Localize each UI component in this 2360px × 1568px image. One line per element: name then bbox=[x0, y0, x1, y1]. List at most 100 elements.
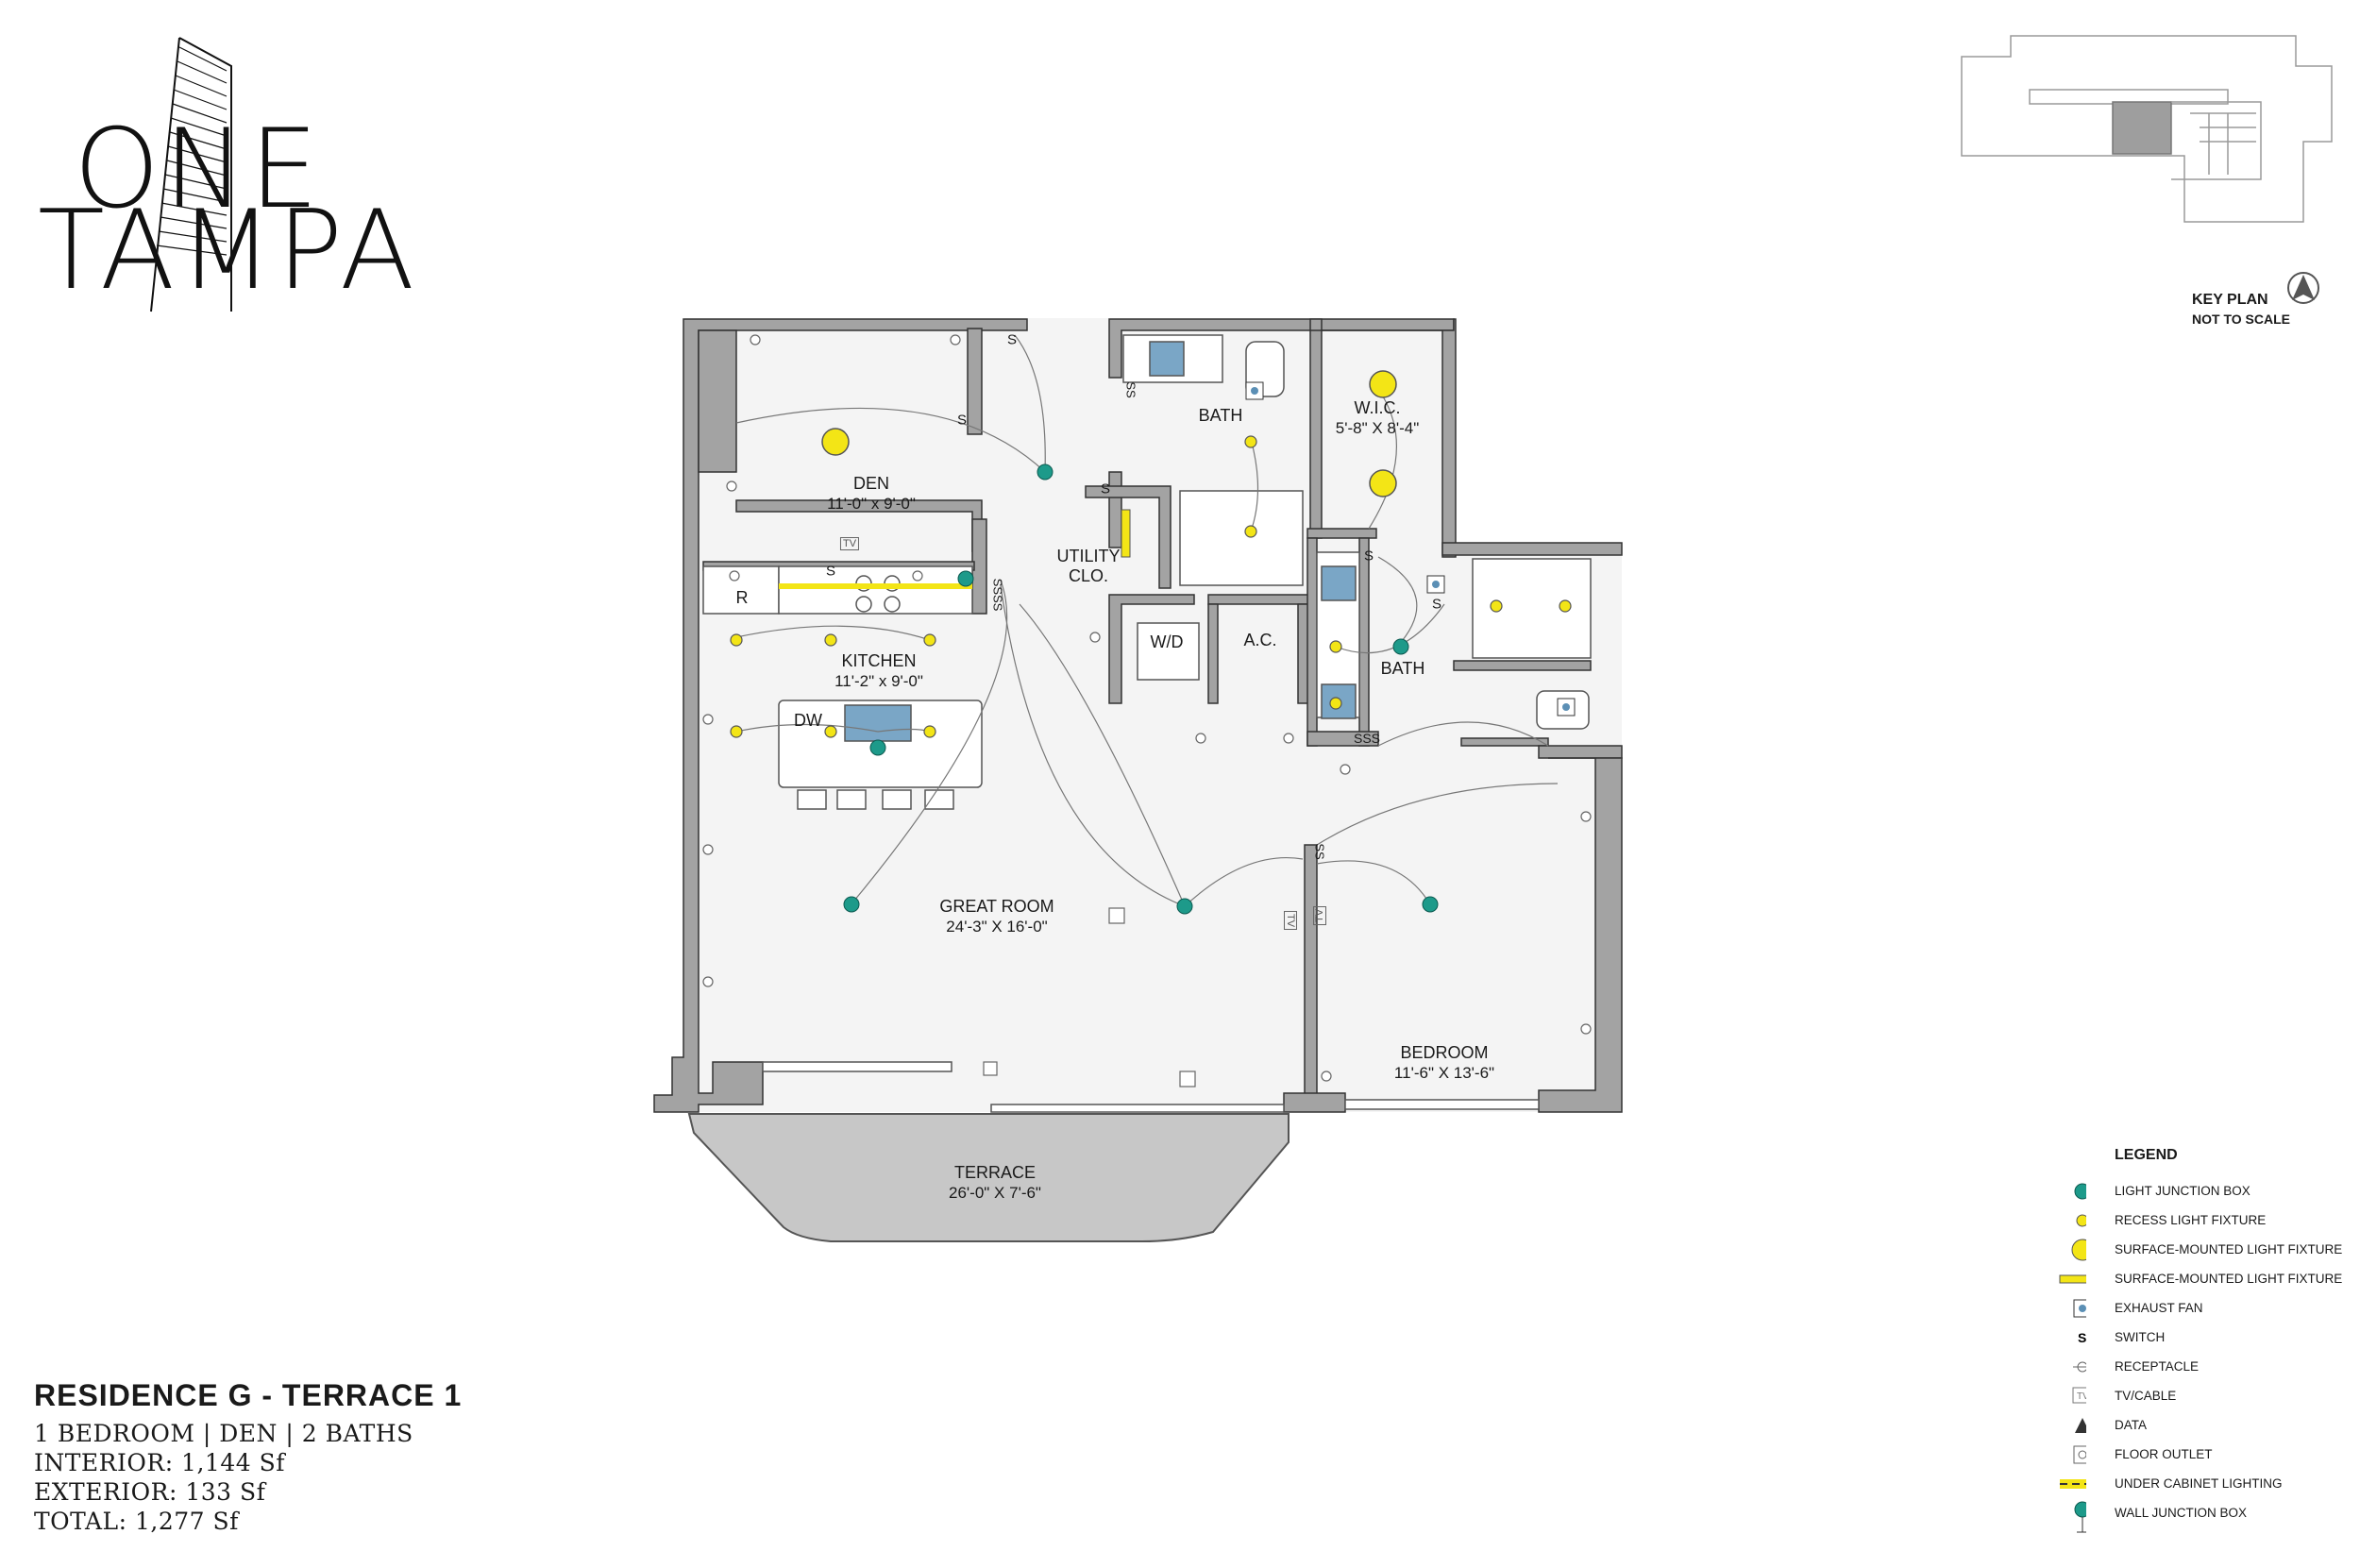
residence-line: 1 BEDROOM | DEN | 2 BATHS bbox=[34, 1420, 413, 1447]
room-label-kitchen: KITCHEN 11'-2" x 9'-0" bbox=[834, 651, 923, 691]
tv-symbol: TV bbox=[839, 537, 860, 550]
circuit-lines bbox=[735, 334, 1559, 907]
legend-item: SURFACE-MOUNTED LIGHT FIXTURE bbox=[2039, 1237, 2351, 1263]
under-cabinet-lighting-icon bbox=[2060, 1479, 2086, 1489]
light-junction-box-icon bbox=[2074, 1183, 2086, 1200]
recess-lights bbox=[730, 435, 1572, 738]
walls bbox=[653, 318, 1623, 1113]
legend-label: SURFACE-MOUNTED LIGHT FIXTURE bbox=[2115, 1272, 2343, 1286]
room-label-bath-2: BATH bbox=[1381, 659, 1425, 679]
legend-item: DATA bbox=[2039, 1412, 2351, 1439]
room-label-terrace: TERRACE 26'-0" X 7'-6" bbox=[949, 1163, 1041, 1203]
room-name: W.I.C. bbox=[1354, 398, 1401, 417]
switch-symbol: S bbox=[1100, 481, 1111, 497]
room-dim: 26'-0" X 7'-6" bbox=[949, 1184, 1041, 1202]
room-name: DEN bbox=[852, 474, 889, 493]
switch-bank: SSSS bbox=[990, 578, 1005, 612]
bath-fixtures bbox=[1122, 334, 1592, 730]
room-label-fridge: R bbox=[736, 588, 749, 608]
room-name: W/D bbox=[1150, 632, 1184, 651]
room-name: GREAT ROOM bbox=[939, 897, 1054, 916]
room-name: A.C. bbox=[1243, 631, 1277, 649]
wall-junction-box-icon bbox=[2074, 1501, 2086, 1533]
switch-symbol: S bbox=[825, 563, 836, 580]
residence-title: RESIDENCE G - TERRACE 1 bbox=[34, 1378, 463, 1412]
legend-item: WALL JUNCTION BOX bbox=[2039, 1500, 2351, 1533]
north-arrow-icon bbox=[2287, 272, 2319, 304]
room-label-dishwasher: DW bbox=[794, 711, 822, 731]
switch-icon: S bbox=[2078, 1330, 2086, 1345]
switch-symbol: S bbox=[956, 412, 968, 429]
surface-light-round-icon bbox=[2071, 1239, 2086, 1261]
logo-word-one: ONE bbox=[74, 106, 323, 233]
recess-light-icon bbox=[2076, 1214, 2086, 1227]
residence-line: TOTAL: 1,277 Sf bbox=[34, 1508, 239, 1535]
one-tampa-logo: ONE TAMPA bbox=[38, 28, 414, 321]
switch-glyph: S bbox=[2078, 1330, 2086, 1345]
legend-label: FLOOR OUTLET bbox=[2115, 1447, 2213, 1461]
legend-item: RECESS LIGHT FIXTURE bbox=[2039, 1207, 2351, 1234]
room-dim: 5'-8" X 8'-4" bbox=[1335, 419, 1420, 437]
switch-symbol: S bbox=[1363, 548, 1374, 565]
legend-label: SURFACE-MOUNTED LIGHT FIXTURE bbox=[2115, 1242, 2343, 1256]
data-icon bbox=[2075, 1418, 2086, 1433]
receptacle-icon bbox=[2073, 1361, 2086, 1373]
room-name: TERRACE bbox=[953, 1163, 1037, 1182]
surface-lights bbox=[821, 370, 1397, 497]
tv-symbol: TV bbox=[1313, 905, 1326, 926]
legend-label: DATA bbox=[2115, 1418, 2148, 1432]
room-label-wd: W/D bbox=[1151, 632, 1184, 652]
receptacles bbox=[702, 334, 1592, 1082]
legend-item: TV TV/CABLE bbox=[2039, 1383, 2351, 1409]
windows bbox=[762, 1061, 1540, 1113]
room-label-den: DEN 11'-0" x 9'-0" bbox=[827, 474, 916, 514]
residence-info: RESIDENCE G - TERRACE 1 1 BEDROOM | DEN … bbox=[34, 1378, 462, 1536]
room-label-bedroom: BEDROOM 11'-6" X 13'-6" bbox=[1394, 1043, 1494, 1083]
exhaust-fan-icon bbox=[2073, 1299, 2086, 1318]
under-cabinet-lighting bbox=[779, 583, 972, 589]
tv-glyph: TV bbox=[2077, 1391, 2086, 1402]
room-dim: 11'-6" X 13'-6" bbox=[1393, 1064, 1495, 1082]
logo-word-tampa: TAMPA bbox=[38, 187, 419, 314]
legend-item: S SWITCH bbox=[2039, 1324, 2351, 1351]
key-plan-subtitle: NOT TO SCALE bbox=[2192, 312, 2290, 327]
legend-item: FLOOR OUTLET bbox=[2039, 1442, 2351, 1468]
switch-bank: SS bbox=[1312, 843, 1327, 860]
tv-symbol: TV bbox=[1284, 910, 1297, 931]
legend-item: SURFACE-MOUNTED LIGHT FIXTURE bbox=[2039, 1266, 2351, 1292]
floor-outlet-icon bbox=[2073, 1445, 2086, 1464]
room-name: UTILITY CLO. bbox=[1056, 547, 1121, 585]
tower-logo-icon bbox=[150, 37, 232, 312]
switch-bank: SS bbox=[1123, 381, 1138, 398]
key-plan-label: KEY PLAN NOT TO SCALE bbox=[2192, 291, 2290, 329]
legend-item: EXHAUST FAN bbox=[2039, 1295, 2351, 1322]
legend-label: WALL JUNCTION BOX bbox=[2115, 1506, 2248, 1520]
room-name: BEDROOM bbox=[1400, 1043, 1489, 1062]
room-label-wic: W.I.C. 5'-8" X 8'-4" bbox=[1336, 398, 1420, 438]
room-label-great-room: GREAT ROOM 24'-3" X 16'-0" bbox=[939, 897, 1054, 936]
legend-item: RECEPTACLE bbox=[2039, 1354, 2351, 1380]
interior-floor bbox=[685, 318, 1622, 1112]
tv-cable-icon: TV bbox=[2072, 1387, 2086, 1404]
floor-outlets bbox=[983, 907, 1196, 1087]
room-name: BATH bbox=[1198, 406, 1243, 425]
room-name: KITCHEN bbox=[841, 651, 917, 670]
residence-line: INTERIOR: 1,144 Sf bbox=[34, 1449, 285, 1476]
legend-item: LIGHT JUNCTION BOX bbox=[2039, 1178, 2351, 1205]
terrace-area bbox=[687, 1113, 1290, 1242]
legend-label: LIGHT JUNCTION BOX bbox=[2115, 1184, 2250, 1198]
exhaust-fans bbox=[1245, 381, 1576, 717]
legend-item: UNDER CABINET LIGHTING bbox=[2039, 1471, 2351, 1497]
legend-label: TV/CABLE bbox=[2115, 1389, 2177, 1403]
surface-light-linear-icon bbox=[2059, 1274, 2086, 1284]
residence-line: EXTERIOR: 133 Sf bbox=[34, 1478, 266, 1506]
junction-boxes bbox=[843, 464, 1439, 915]
legend-label: EXHAUST FAN bbox=[2115, 1301, 2203, 1315]
room-name: R bbox=[735, 588, 749, 607]
switch-bank: SSS bbox=[1353, 731, 1381, 746]
legend-title: LEGEND bbox=[2115, 1147, 2178, 1163]
legend-label: UNDER CABINET LIGHTING bbox=[2115, 1476, 2283, 1491]
room-name: DW bbox=[794, 711, 822, 730]
room-dim: 11'-2" x 9'-0" bbox=[834, 672, 923, 690]
